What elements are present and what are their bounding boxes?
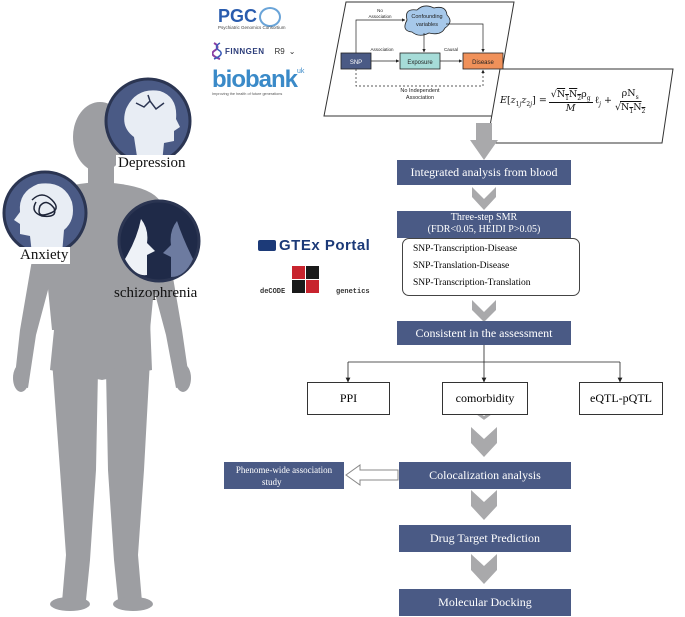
formula-frac2: ρNs √N1N2 [614,88,646,115]
branch-ppi: PPI [307,382,390,415]
arrow-down-icon [470,123,498,160]
disease-node-label: Disease [472,60,494,66]
smr-title: Three-step SMR [450,212,518,223]
flow-step-docking: Molecular Docking [399,589,571,616]
arrow-left-icon [345,464,399,486]
smr-steps-box: SNP-Transcription-Disease SNP-Translatio… [402,238,580,296]
formula-box-shape [486,68,674,144]
branch-eqtl-pqtl: eQTL-pQTL [579,382,663,415]
globe-icon [259,6,282,27]
decode-puzzle-icon [292,266,319,293]
association-label: Association [370,47,394,52]
smr-criteria: (FDR<0.05, HEIDI P>0.05) [427,224,541,235]
phewas-line-1: Phenome-wide association [235,465,333,475]
anxiety-head-icon [2,170,88,256]
formula-rendered: E[z1jz2j] = √N1N2ρg M ℓj + ρNs √N1N2 [500,88,645,115]
chevron-down-icon [471,490,497,520]
gtex-logo-text: GTEx Portal [279,237,371,254]
formula-frac1: √N1N2ρg M [548,88,593,114]
flow-step-drug-target: Drug Target Prediction [399,525,571,552]
formula-lj: ℓj + [594,94,612,108]
causal-diagram: SNP Exposure Disease Confounding variabl… [323,1,515,117]
decode-logo-text: deCODE [260,288,286,296]
ukbiobank-logo: biobank uk Improving the health of futur… [212,66,305,97]
gtex-icon [258,240,276,251]
ldsc-formula-box: E[z1jz2j] = √N1N2ρg M ℓj + ρNs √N1N2 [486,68,674,144]
biobank-logo-text: biobank [212,66,298,93]
causal-label: Causal [444,47,458,52]
branch-comorbidity: comorbidity [442,382,528,415]
finngen-logo: FINNGEN R9 ⌄ [212,42,295,60]
label-schizophrenia: schizophrenia [114,285,198,301]
flow-step-integrated-blood: Integrated analysis from blood [397,160,571,185]
flow-step-colocalization: Colocalization analysis [399,462,571,489]
finngen-logo-text: FINNGEN [225,46,265,56]
smr-header: Three-step SMR (FDR<0.05, HEIDI P>0.05) [397,211,571,238]
chevron-down-icon [471,427,497,457]
decode-logo: deCODE genetics [260,264,380,300]
finngen-release: R9 [274,46,285,56]
no-association-label-2: Association [368,14,392,19]
gtex-logo: GTEx Portal [258,237,370,254]
biobank-logo-uk: uk [297,68,305,75]
label-depression: Depression [116,155,188,172]
smr-step-3: SNP-Transcription-Translation [413,278,531,288]
pgc-logo-subtitle: Psychiatric Genomics Consortium [218,25,286,30]
formula-lhs: E[z1jz2j] = [500,94,547,108]
smr-step-1: SNP-Transcription-Disease [413,244,518,254]
confounders-cloud [404,5,451,36]
exposure-node-label: Exposure [407,60,433,66]
no-association-label-1: No [377,8,383,13]
chevron-down-icon [472,300,496,322]
disease-node [462,52,504,70]
pgc-logo-text: PGC [218,6,258,26]
phewas-box: Phenome-wide association study [224,462,344,489]
biobank-logo-subtitle: Improving the health of future generatio… [212,92,283,96]
schizophrenia-head-icon [117,199,201,283]
depression-head-icon [104,77,192,165]
confounders-label-1: Confounding [411,14,442,20]
chevron-down-icon [472,187,496,210]
no-independent-label-2: Association [406,95,434,101]
flow-step-consistent: Consistent in the assessment [397,321,571,345]
snp-node-label: SNP [350,60,362,66]
pgc-logo: PGC Psychiatric Genomics Consortium [218,6,308,36]
phewas-line-2: study [262,477,282,487]
smr-step-2: SNP-Translation-Disease [413,261,510,271]
chevron-arrows [470,123,498,584]
confounders-label-2: variables [416,22,438,28]
no-independent-label-1: No Independent [400,88,440,94]
label-anxiety: Anxiety [18,247,71,264]
chevron-down-icon [471,554,497,584]
decode-logo-suffix: genetics [336,288,370,296]
chevron-down-icon: ⌄ [288,46,296,56]
dna-icon [212,42,222,60]
